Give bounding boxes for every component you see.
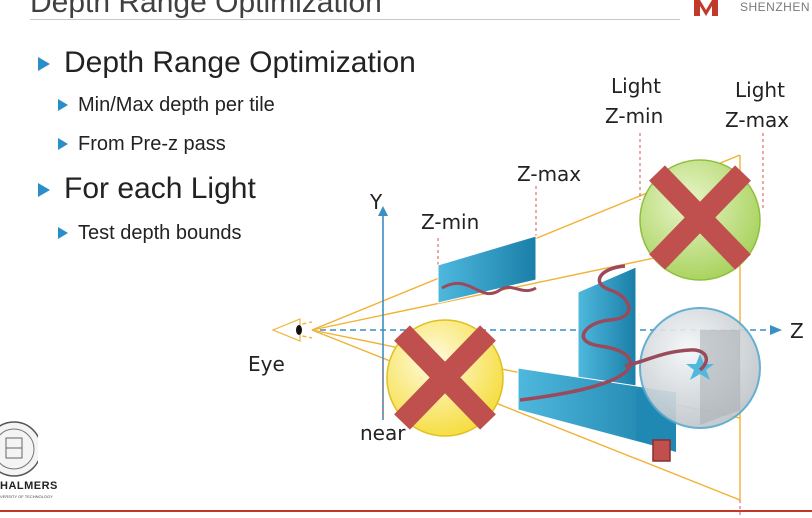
eye-ray-bottom: [274, 329, 313, 339]
chalmers-seal-icon: [0, 421, 38, 477]
footer-logo-text: HALMERS: [0, 480, 58, 492]
slide-title: Depth Range Optimization: [30, 0, 382, 19]
bullet-text: For each Light: [64, 172, 256, 205]
y-axis-arrow-icon: [378, 206, 388, 216]
rejected-cross-icon: [649, 165, 751, 270]
light-zmax-label-2: Z-max: [725, 108, 790, 132]
bullet-arrow-icon: [58, 227, 68, 239]
depth-markers: [382, 133, 764, 518]
y-axis-label: Y: [370, 190, 383, 214]
bullet-text: Depth Range Optimization: [64, 46, 416, 79]
bullet-arrow-icon: [38, 57, 50, 71]
light-zmin-label-2: Z-min: [605, 104, 664, 128]
eye-ray-top: [274, 321, 313, 331]
bullet-depth-range: Depth Range Optimization: [38, 46, 416, 80]
footer-divider: [0, 510, 812, 512]
footer-logo-subtext: VERSITY OF TECHNOLOGY: [0, 494, 53, 499]
light-shadow: [700, 330, 740, 425]
light-zmax-label-1: Light: [735, 78, 785, 102]
depth-curve-tail: [624, 348, 709, 372]
near-label: near: [360, 421, 406, 445]
rejected-cross-icon: [394, 325, 496, 430]
bullet-minmax-depth: Min/Max depth per tile: [58, 94, 275, 117]
bullet-arrow-icon: [38, 183, 50, 197]
z-axis-label: Z: [790, 319, 804, 343]
bullet-text: Test depth bounds: [78, 222, 242, 244]
bullet-arrow-icon: [58, 99, 68, 111]
z-axis-arrow-icon: [770, 325, 782, 335]
light-source-star-icon: [686, 354, 714, 380]
bullet-text: Min/Max depth per tile: [78, 94, 275, 116]
light-zmin-label-1: Light: [611, 74, 661, 98]
bullet-each-light: For each Light: [38, 172, 256, 206]
brand-text: SHENZHEN: [740, 0, 811, 14]
bullet-test-depth: Test depth bounds: [58, 222, 241, 245]
eye-icon: [271, 318, 302, 342]
university-logo-icon: [694, 0, 718, 16]
bullet-prez-pass: From Pre-z pass: [58, 133, 226, 156]
eye-label: Eye: [248, 352, 285, 376]
zmin-label: Z-min: [421, 210, 480, 234]
bullet-arrow-icon: [58, 138, 68, 150]
bullet-text: From Pre-z pass: [78, 133, 226, 155]
tile-top: [437, 235, 537, 304]
depth-curve-top: [441, 281, 537, 296]
tile-marker-square-icon: [652, 439, 671, 462]
depth-curve-main: [519, 264, 633, 402]
title-divider: [30, 19, 680, 20]
zmax-label: Z-max: [517, 162, 582, 186]
